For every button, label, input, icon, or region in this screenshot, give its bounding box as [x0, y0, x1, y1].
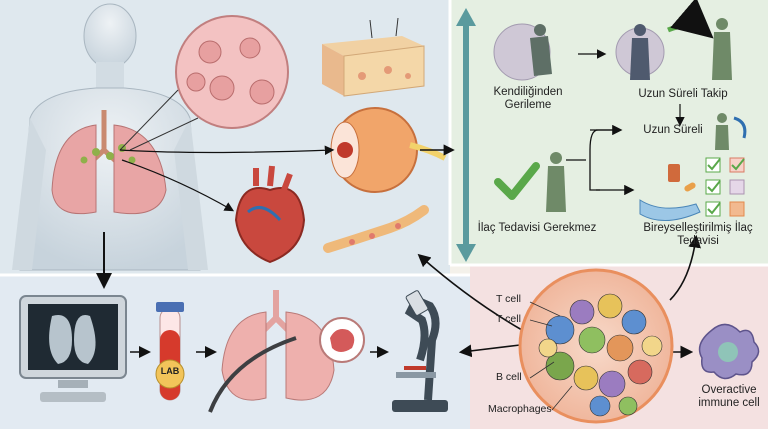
no-treatment-figure	[546, 152, 566, 212]
heart-organ	[234, 165, 306, 264]
label-lab-tube: LAB	[160, 366, 180, 376]
followup-figure	[615, 0, 732, 80]
overactive-immune-cell	[698, 323, 760, 380]
label-t-cell-1: T cell	[496, 293, 521, 305]
nerve-cell	[323, 205, 429, 253]
medication-hand-icon	[639, 164, 701, 222]
human-body-figure	[12, 3, 208, 271]
label-personalized-treatment: Bireyselleştirilmiş İlaç Tedavisi	[643, 222, 753, 247]
granuloma-zoom-circle	[175, 15, 289, 129]
label-spontaneous-regression: Kendiliğinden Gerileme	[493, 86, 563, 111]
label-overactive-immune-cell: Overactive immune cell	[698, 384, 760, 409]
label-long-term-followup: Uzun Süreli Takip	[638, 88, 728, 100]
microscope	[392, 290, 448, 412]
label-b-cell: B cell	[496, 371, 522, 383]
label-macrophages: Macrophages	[488, 403, 552, 415]
long-term-figure	[715, 113, 747, 150]
eye-organ	[330, 107, 447, 193]
label-no-treatment: İlaç Tedavisi Gerekmez	[477, 222, 597, 234]
lab-test-tube	[155, 302, 185, 401]
xray-monitor	[19, 295, 127, 402]
skin-tissue-block	[322, 17, 425, 97]
treatment-checklist	[705, 157, 745, 217]
label-long-term: Uzun Süreli	[643, 124, 703, 136]
outcomes-timeline-arrow	[456, 8, 476, 262]
label-t-cell-2: T cell	[496, 313, 521, 325]
granuloma-cell-cluster	[518, 268, 674, 424]
check-mark-icon	[494, 162, 540, 200]
biopsy-sample-circle	[319, 317, 365, 363]
regression-figure	[493, 23, 552, 81]
